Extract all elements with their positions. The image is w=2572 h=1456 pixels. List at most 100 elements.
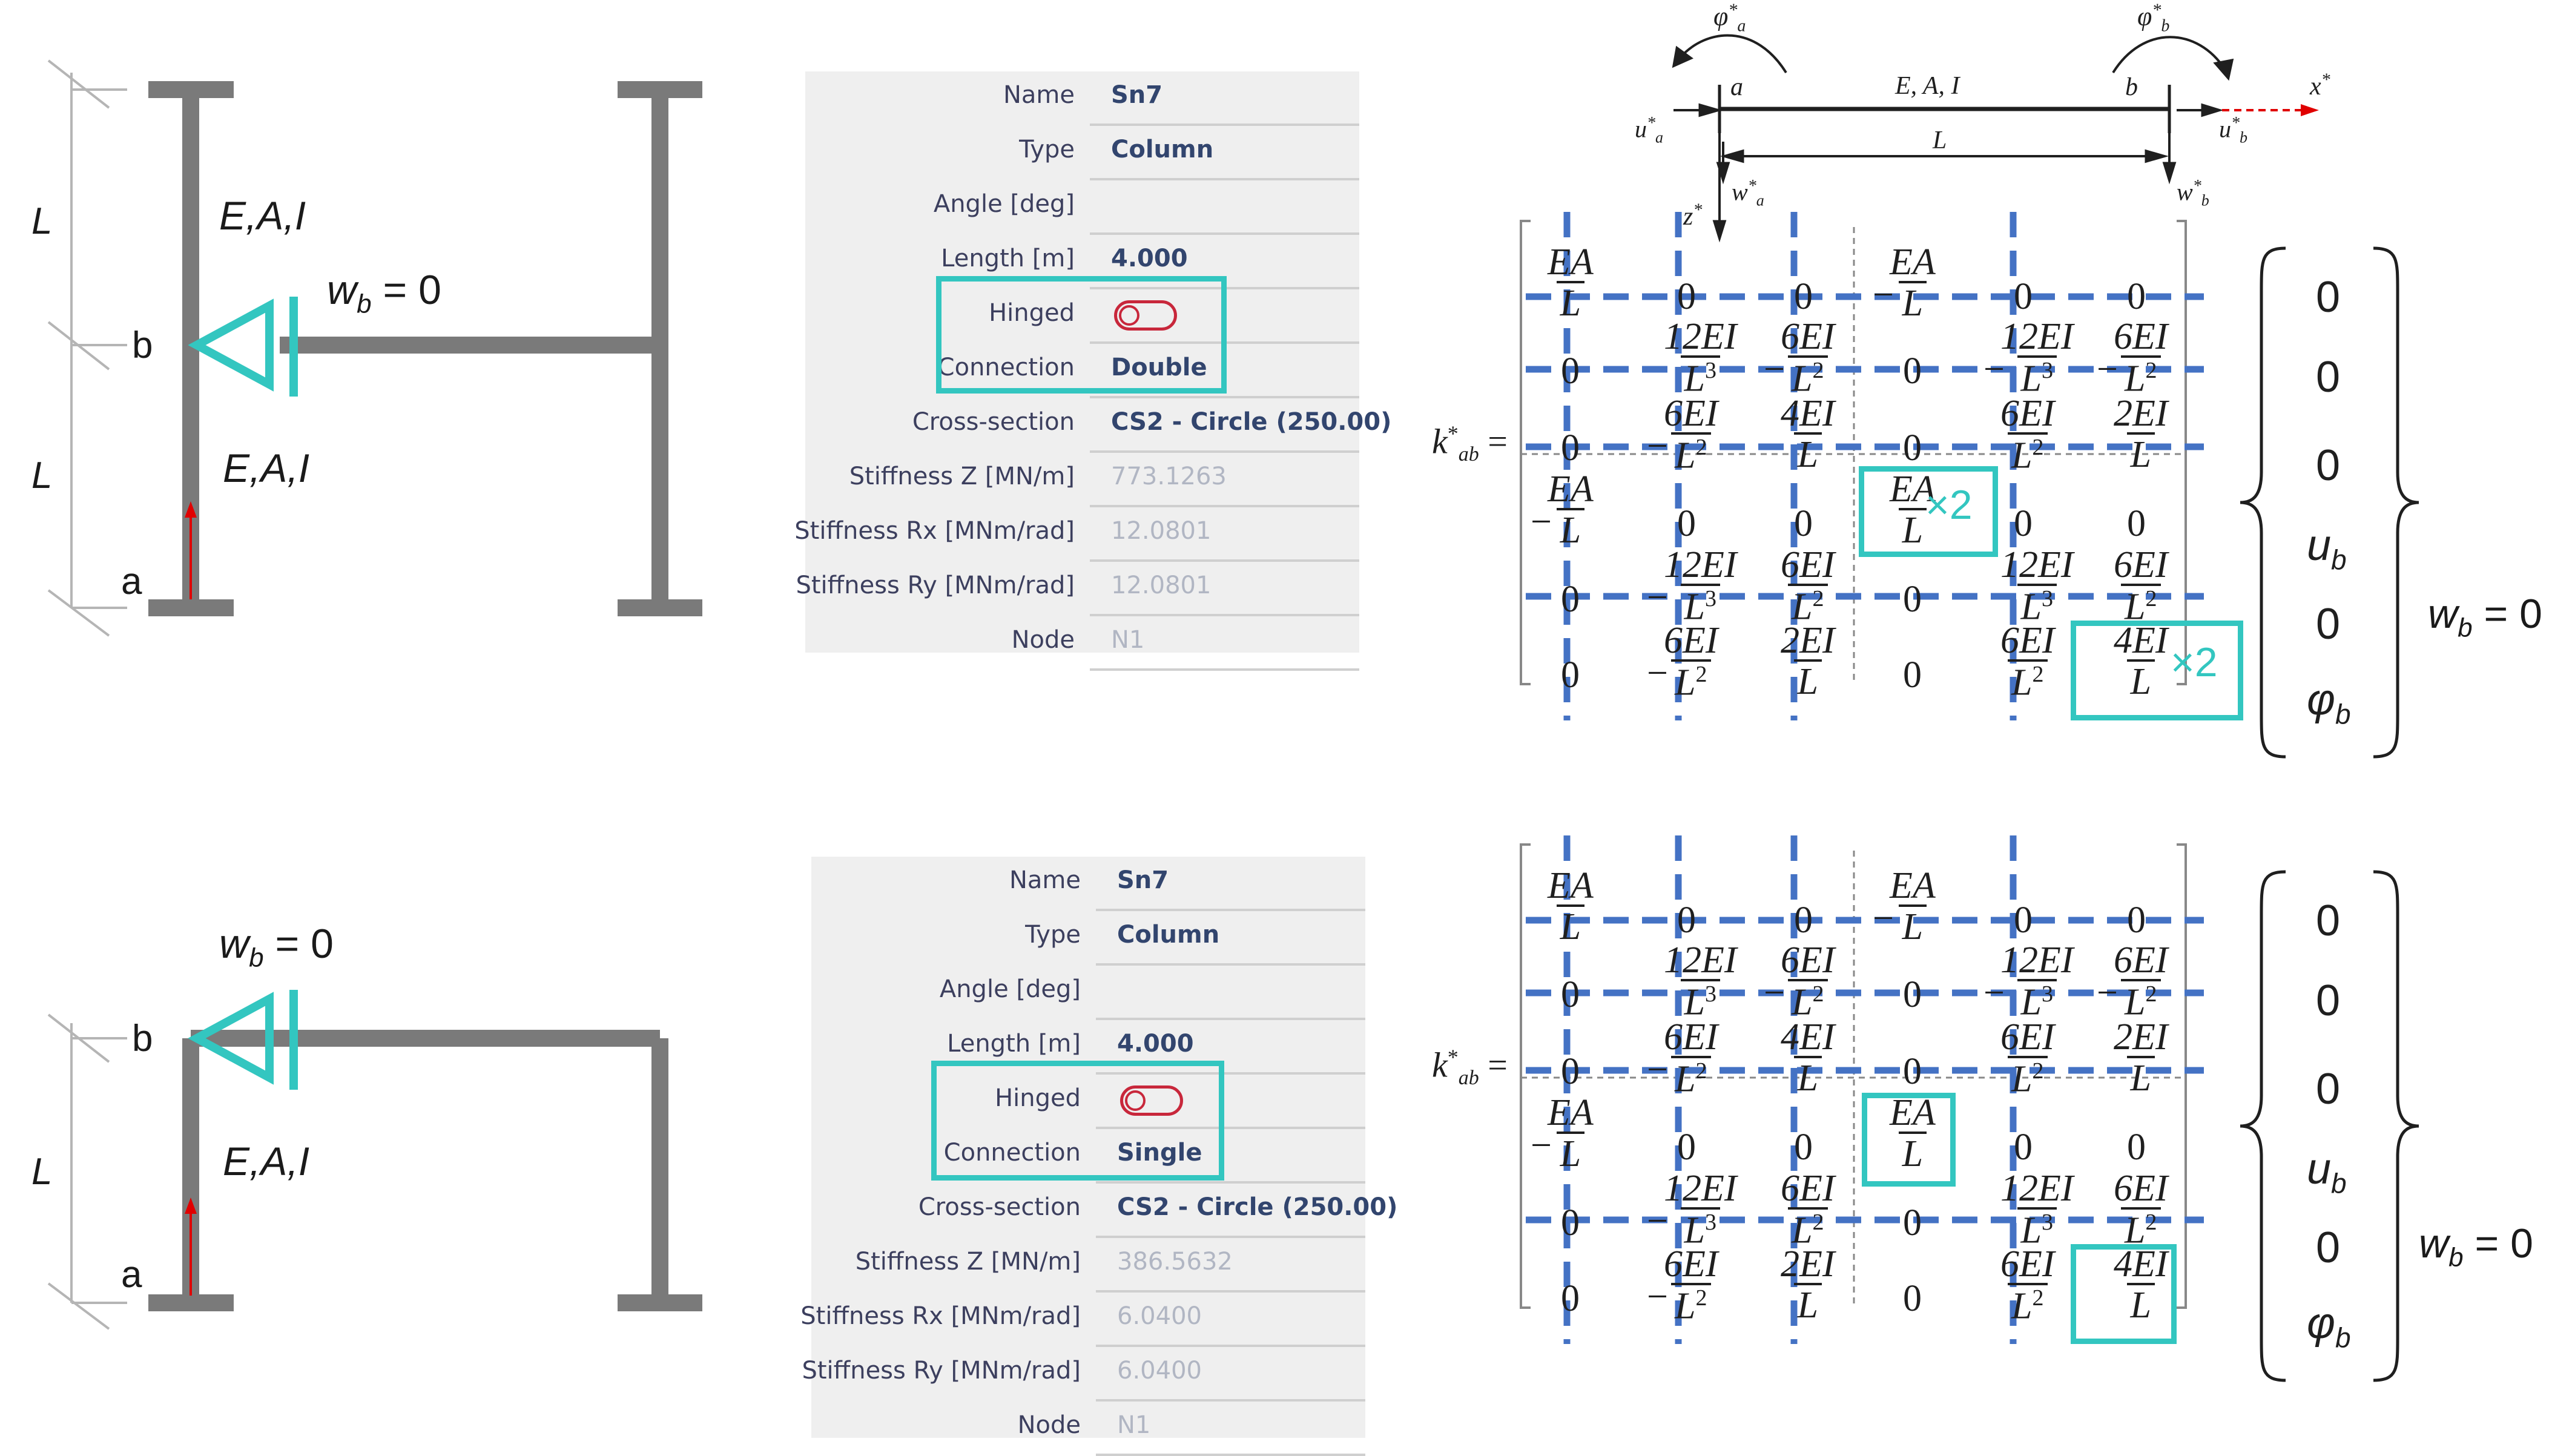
panel-row-value: Column <box>1117 921 1220 949</box>
toggle-knob <box>1119 305 1139 326</box>
panel-row-value: 6.0400 <box>1117 1357 1202 1385</box>
dimension-line-bottom <box>47 1013 127 1330</box>
toggle-knob <box>1125 1090 1146 1111</box>
panel-row-divider <box>1096 1236 1365 1238</box>
panel-row-divider <box>1090 614 1359 616</box>
panel-row-divider <box>1090 450 1359 453</box>
w-b-label: w*b <box>2177 177 2209 209</box>
rotation-arrow-a <box>1679 34 1787 74</box>
panel-row-label: Hinged <box>995 1084 1081 1112</box>
props-element-label: E, A, I <box>1895 72 1960 100</box>
props-label-top-upper: E,A,I <box>219 193 306 238</box>
dimension-line-top <box>47 59 127 637</box>
panel-row-value: 773.1263 <box>1111 463 1227 490</box>
panel-row-value: 4.000 <box>1117 1030 1194 1058</box>
panel-row-divider <box>1090 396 1359 398</box>
props-label-bottom: E,A,I <box>223 1139 310 1184</box>
panel-row-divider <box>1096 1345 1365 1347</box>
u-a-label: u*a <box>1635 114 1663 147</box>
panel-row-value: 6.0400 <box>1117 1302 1202 1330</box>
panel-row: Stiffness Ry [MNm/rad] 12.0801 <box>796 562 1359 616</box>
node-a-label-top: a <box>121 561 142 602</box>
panel-row-value: N1 <box>1117 1411 1151 1439</box>
panel-row: Stiffness Z [MN/m]773.1263 <box>805 453 1359 507</box>
panel-row-divider <box>1090 178 1359 180</box>
panel-row-label: Node <box>1017 1411 1081 1439</box>
z-axis-label: z* <box>1683 200 1703 231</box>
panel-row: Stiffness Rx [MNm/rad] 6.0400 <box>800 1293 1365 1347</box>
x-axis-label: x* <box>2310 70 2330 100</box>
panel-row-divider <box>1096 1290 1365 1293</box>
panel-row-label: Cross-section <box>912 408 1075 436</box>
panel-row-value: 386.5632 <box>1117 1248 1233 1276</box>
local-axis-arrow-top <box>185 501 197 599</box>
panel-row-label: Stiffness Rx [MNm/rad] <box>794 517 1075 545</box>
phi-b-label: φ*b <box>2137 0 2170 36</box>
panel-row: Angle [deg] <box>805 180 1359 235</box>
panel-row-divider <box>1090 124 1359 126</box>
panel-row-divider <box>1090 232 1359 235</box>
panel-row: Stiffness Rx [MNm/rad] 12.0801 <box>794 507 1359 562</box>
panel-row-divider <box>1096 963 1365 966</box>
panel-row-label: Stiffness Z [MN/m] <box>855 1248 1081 1276</box>
roller-support-top <box>188 297 298 397</box>
panel-row-label: Stiffness Ry [MNm/rad] <box>796 572 1075 599</box>
panel-row-label: Type <box>1025 921 1081 949</box>
panel-row-divider <box>1096 1018 1365 1020</box>
hinged-toggle[interactable] <box>1120 1085 1183 1116</box>
panel-row-divider <box>1090 559 1359 562</box>
hinged-toggle[interactable] <box>1114 300 1177 331</box>
panel-row-divider <box>1090 668 1359 671</box>
support-label-bottom: wb = 0 <box>219 921 334 973</box>
highlight-hinged-connection-top <box>936 276 1227 394</box>
panel-row-label: Name <box>1003 81 1075 109</box>
panel-row-label: Connection <box>943 1139 1081 1167</box>
panel-row-divider <box>1090 505 1359 507</box>
props-label-top-lower: E,A,I <box>223 446 310 490</box>
panel-row: Type Column <box>811 911 1365 966</box>
panel-row-label: Hinged <box>989 299 1075 327</box>
panel-row: Stiffness Z [MN/m] 386.5632 <box>811 1238 1365 1293</box>
panel-row-divider <box>1096 909 1365 911</box>
panel-row-value: Sn7 <box>1117 866 1169 894</box>
panel-row: Length [m] 4.000 <box>805 235 1359 289</box>
panel-row-label: Connection <box>937 354 1075 381</box>
node-a-label-bottom: a <box>121 1254 142 1296</box>
panel-row-label: Stiffness Ry [MNm/rad] <box>802 1357 1081 1385</box>
length-label-top-lower: L <box>31 455 53 496</box>
panel-row-divider <box>1096 1072 1365 1075</box>
node-b-label-top: b <box>132 324 153 366</box>
u-b-label: u*b <box>2219 114 2247 147</box>
panel-row: Name Sn7 <box>805 71 1359 126</box>
panel-row-label: Length [m] <box>947 1030 1081 1058</box>
panel-row: Hinged <box>811 1075 1365 1129</box>
panel-row-value: 4.000 <box>1111 245 1188 272</box>
length-label-bottom: L <box>31 1151 53 1193</box>
node-b-element-label: b <box>2125 73 2138 101</box>
panel-row-value: Double <box>1111 354 1207 381</box>
node-b-label-bottom: b <box>132 1018 153 1059</box>
panel-row-value: CS2 - Circle (250.00) <box>1117 1193 1398 1221</box>
node-a-element-label: a <box>1730 73 1743 101</box>
panel-row-value: 12.0801 <box>1111 572 1212 599</box>
panel-row: Stiffness Ry [MNm/rad] 6.0400 <box>802 1347 1365 1402</box>
panel-row: Angle [deg] <box>811 966 1365 1020</box>
panel-row-value: Sn7 <box>1111 81 1163 109</box>
panel-row-value: 12.0801 <box>1111 517 1212 545</box>
panel-row-label: Stiffness Rx [MNm/rad] <box>800 1302 1081 1330</box>
panel-row: Hinged <box>805 289 1359 344</box>
phi-a-label: φ*a <box>1713 0 1746 36</box>
roller-support-bottom <box>188 990 298 1090</box>
panel-row-divider <box>1096 1399 1365 1402</box>
panel-row-divider <box>1096 1181 1365 1184</box>
panel-row-label: Angle [deg] <box>933 190 1075 218</box>
panel-row-label: Length [m] <box>941 245 1075 272</box>
